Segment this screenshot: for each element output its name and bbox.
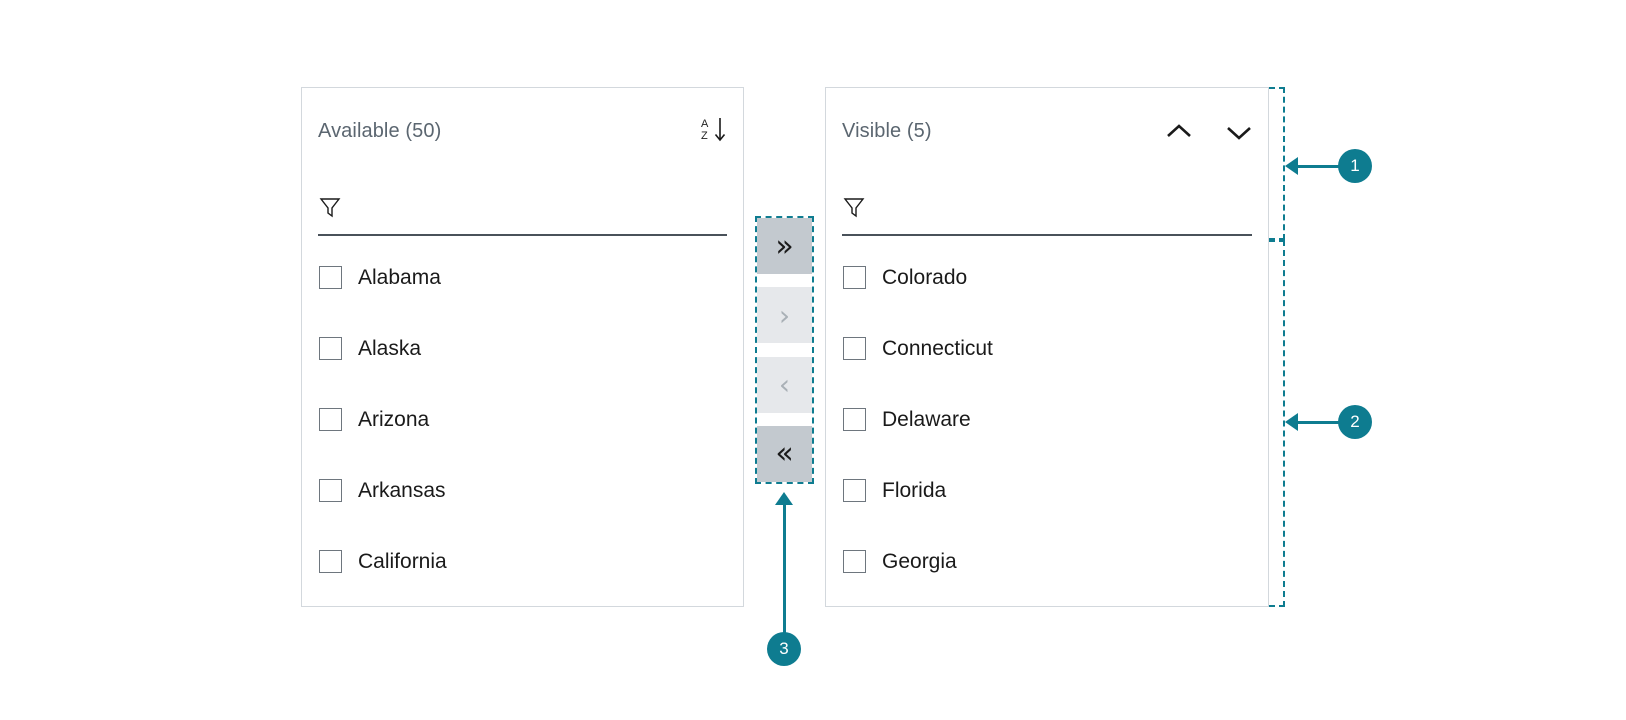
move-all-left-button[interactable]: «	[757, 425, 812, 482]
move-down-button[interactable]	[1222, 115, 1256, 149]
visible-list-item[interactable]: Connecticut	[826, 313, 1268, 384]
available-list-item-checkbox[interactable]	[319, 550, 342, 573]
sort-down-arrow-icon	[714, 118, 726, 142]
move-up-button[interactable]	[1162, 115, 1196, 149]
available-panel-header: Available (50) A Z	[302, 88, 743, 180]
visible-list-item-checkbox[interactable]	[843, 266, 866, 289]
available-list-item-checkbox[interactable]	[319, 479, 342, 502]
visible-list-item[interactable]: Delaware	[826, 384, 1268, 455]
filter-funnel-icon	[319, 198, 341, 218]
sort-az-letter-z: Z	[701, 130, 708, 142]
sort-az-letter-a: A	[701, 118, 709, 130]
filter-funnel-icon	[843, 198, 865, 218]
available-list-item[interactable]: Arizona	[302, 384, 743, 455]
available-list-item-label: California	[358, 549, 447, 573]
transfer-button-group: » › ‹ «	[757, 218, 812, 482]
available-filter-input[interactable]	[352, 196, 727, 218]
annotation-badge-2: 2	[1338, 405, 1372, 439]
visible-list-item-label: Georgia	[882, 549, 957, 573]
visible-list-item[interactable]: Colorado	[826, 242, 1268, 313]
annotation-2-arrowhead	[1285, 413, 1298, 431]
annotation-2-line	[1298, 420, 1340, 424]
available-list-item[interactable]: California	[302, 526, 743, 597]
available-panel: Available (50) A Z	[301, 87, 744, 607]
sort-az-icon: A Z	[701, 118, 727, 145]
available-list-item-label: Arkansas	[358, 478, 446, 502]
available-list-item[interactable]: Arkansas	[302, 455, 743, 526]
available-list-item-checkbox[interactable]	[319, 337, 342, 360]
visible-header-actions	[1162, 112, 1256, 152]
available-list-item-checkbox[interactable]	[319, 408, 342, 431]
move-all-right-button[interactable]: »	[757, 218, 812, 274]
visible-filter-input[interactable]	[876, 196, 1252, 218]
annotation-3-line	[782, 505, 786, 633]
available-panel-title: Available (50)	[318, 120, 442, 142]
available-list-item[interactable]: Alaska	[302, 313, 743, 384]
visible-list-item-label: Florida	[882, 478, 947, 502]
chevron-up-icon	[1167, 124, 1191, 137]
annotation-badge-1: 1	[1338, 149, 1372, 183]
chevron-down-icon	[1227, 127, 1251, 140]
available-list-item-label: Alabama	[358, 265, 441, 289]
available-list-item-label: Arizona	[358, 407, 430, 431]
sort-az-button[interactable]: A Z	[697, 115, 731, 149]
annotation-3-arrowhead	[775, 492, 793, 505]
annotation-1-line	[1298, 164, 1340, 168]
visible-list-item-checkbox[interactable]	[843, 337, 866, 360]
visible-list-item[interactable]: Georgia	[826, 526, 1268, 597]
visible-list-item[interactable]: Florida	[826, 455, 1268, 526]
visible-filter-row[interactable]	[842, 180, 1252, 236]
visible-list-item-label: Connecticut	[882, 336, 993, 360]
annotation-region-list	[1269, 240, 1285, 607]
visible-list-item-label: Delaware	[882, 407, 971, 431]
annotation-region-header	[1269, 87, 1285, 240]
visible-panel-title: Visible (5)	[842, 120, 932, 142]
available-list-item[interactable]: Alabama	[302, 242, 743, 313]
move-selected-left-button: ‹	[757, 356, 812, 413]
annotation-1-arrowhead	[1285, 157, 1298, 175]
visible-panel-header: Visible (5)	[826, 88, 1268, 180]
available-filter-row[interactable]	[318, 180, 727, 236]
visible-list-item-label: Colorado	[882, 265, 968, 289]
available-list-item-checkbox[interactable]	[319, 266, 342, 289]
annotation-badge-3: 3	[767, 632, 801, 666]
visible-list-item-checkbox[interactable]	[843, 408, 866, 431]
available-header-actions: A Z	[697, 112, 731, 152]
available-list-item-label: Alaska	[358, 336, 422, 360]
visible-list-item-checkbox[interactable]	[843, 550, 866, 573]
visible-list-item-checkbox[interactable]	[843, 479, 866, 502]
move-selected-right-button: ›	[757, 287, 812, 344]
